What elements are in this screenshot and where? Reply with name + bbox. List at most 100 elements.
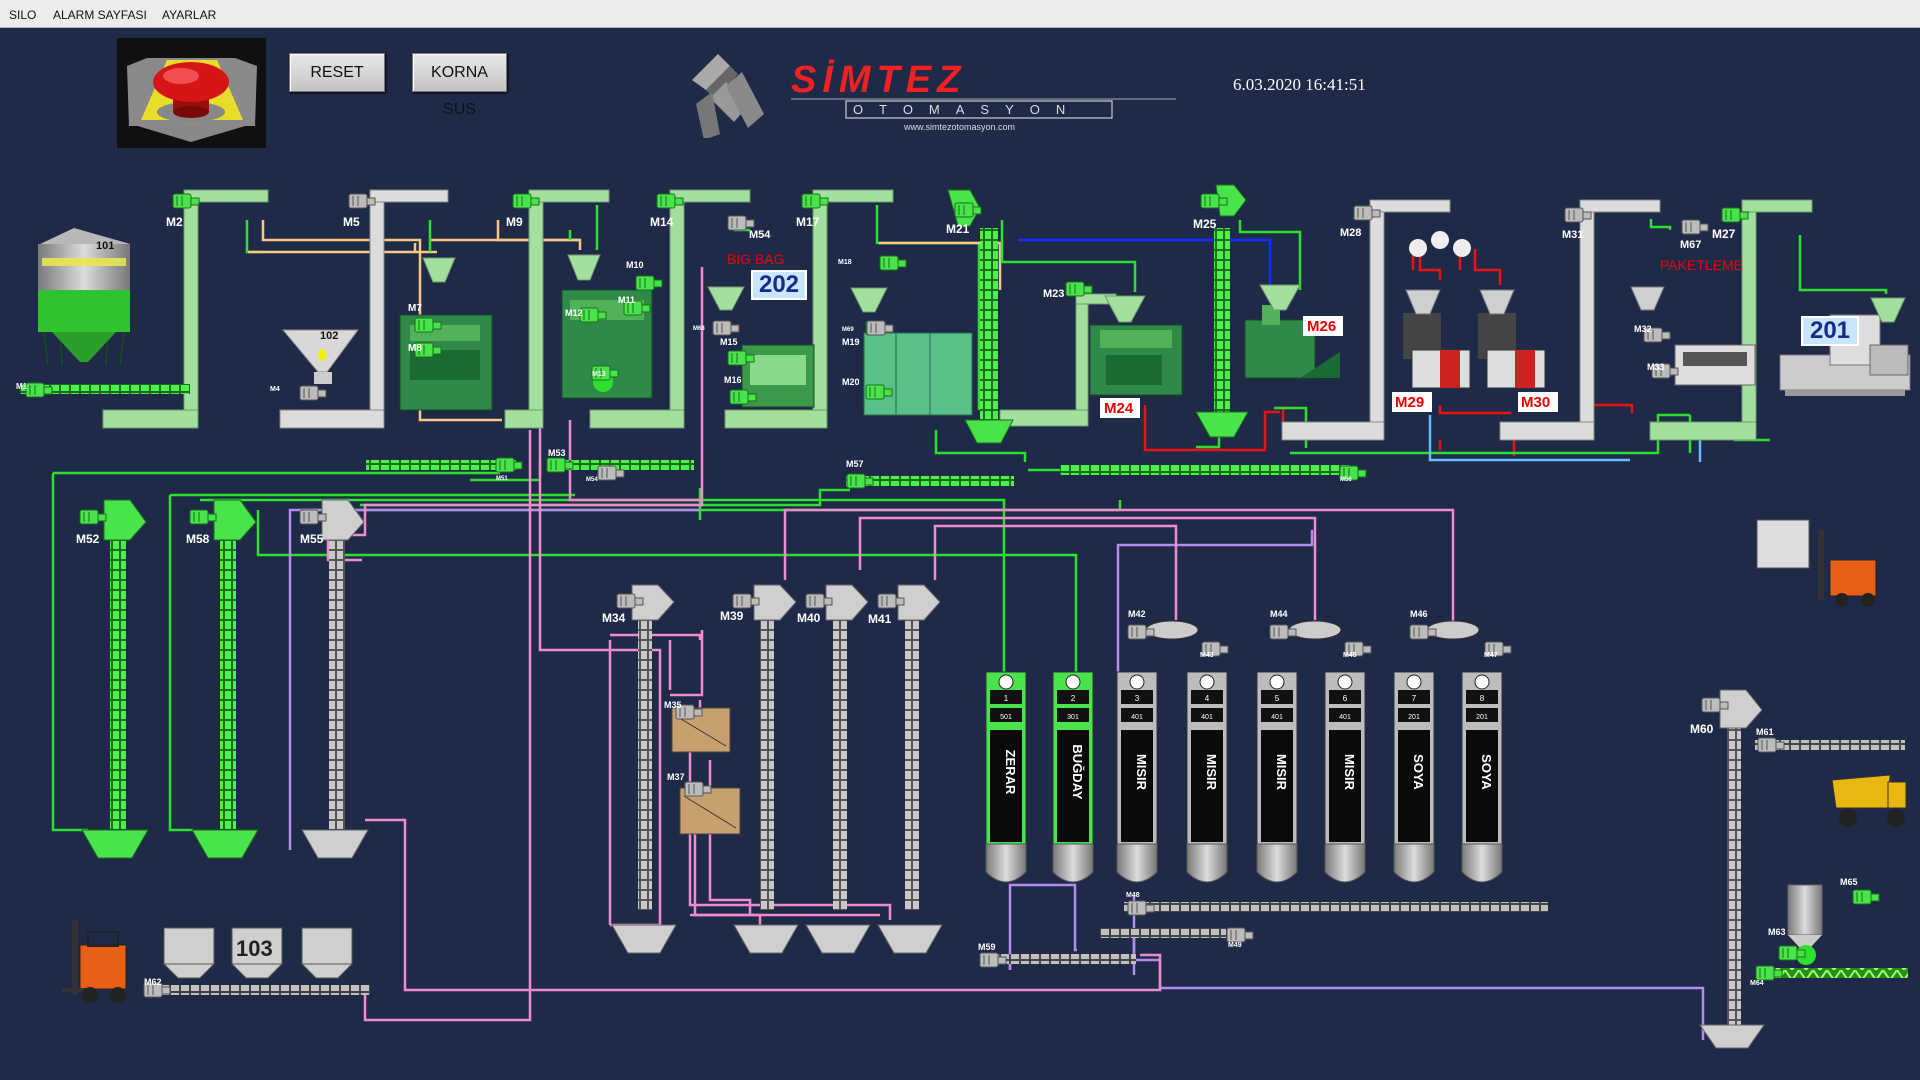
conveyor-m51[interactable] [366,460,516,470]
motor-m46-icon[interactable]: M46 [1409,609,1437,640]
motor-m5-icon[interactable]: M5 [343,193,376,229]
conveyor-m57[interactable] [846,476,1014,486]
silo-101[interactable]: 101 [38,228,130,366]
motor-m34-icon[interactable]: M34 [602,593,644,625]
elevator-m14[interactable] [589,189,751,429]
motor-m55-icon[interactable]: M55 [299,509,327,546]
motor-m8-icon[interactable]: M8 [408,342,442,358]
motor-m14-icon[interactable]: M14 [650,193,684,229]
motor-m23-icon[interactable]: M23 [1043,281,1093,300]
elevator-m5[interactable] [279,189,449,429]
elevator-m17[interactable] [724,189,894,429]
elevator-m31[interactable] [1499,199,1661,441]
motor-m42-icon[interactable]: M42 [1127,609,1155,640]
elevator-m58[interactable] [220,527,236,829]
conveyor-m53[interactable] [548,460,694,470]
elevator-m9[interactable] [504,189,610,429]
motor-m54-icon[interactable]: M54 [586,465,625,483]
motor-m25-icon[interactable]: M25 [1193,193,1228,231]
motor-m41-icon[interactable]: M41 [868,593,905,626]
motor-m18-icon[interactable]: M18 [838,255,907,271]
motor-m35-icon[interactable]: M35 [664,700,703,720]
motor-m61-icon[interactable]: M61 [1756,727,1785,753]
motor-m63-icon[interactable]: M63 [1768,927,1806,961]
elevator-m2[interactable] [102,189,269,429]
motor-m21-icon[interactable]: M21 [946,202,982,236]
screw-conveyor-m64[interactable] [1768,968,1908,978]
motor-m54b-icon[interactable]: M54 [727,215,771,241]
motor-m37-icon[interactable]: M37 [667,772,712,797]
motor-m1-icon[interactable]: M1 [16,382,53,398]
motor-m44-icon[interactable]: M44 [1269,609,1297,640]
motor-m20-icon[interactable]: M20 [842,377,893,400]
elevator-m52[interactable] [110,527,126,829]
motor-m15-icon[interactable]: M15 [720,337,755,366]
motor-m11-icon[interactable]: M11 [618,295,651,316]
elevator-m40[interactable] [833,610,847,910]
motor-m57-icon[interactable]: M57 [846,459,874,489]
motor-m59-icon[interactable]: M59 [978,942,1007,968]
motor-m28-icon[interactable]: M28 [1340,205,1381,239]
motor-m9-icon[interactable]: M9 [506,193,540,229]
motor-m12-icon[interactable]: M12 [565,307,607,323]
motor-m13-icon[interactable]: M13 [591,365,619,381]
motor-m45-icon[interactable]: M45 [1343,641,1372,659]
motor-m60-icon[interactable]: M60 [1690,697,1729,736]
motor-m43-icon[interactable]: M43 [1200,641,1229,659]
elevator-m55[interactable] [329,527,345,829]
motor-m7-icon[interactable]: M7 [408,303,442,333]
motor-m58-icon[interactable]: M58 [186,509,217,546]
motor-m39-icon[interactable]: M39 [720,593,760,623]
machine-m30[interactable] [1478,313,1546,389]
motor-m40-icon[interactable]: M40 [797,593,833,625]
conveyor-m61[interactable] [1755,740,1905,750]
motor-m52-icon[interactable]: M52 [76,509,107,546]
conveyor-m49[interactable] [1100,928,1226,938]
motor-m4-icon[interactable]: M4 [270,385,327,401]
conveyor-m56[interactable] [1060,465,1350,475]
conveyor-m59[interactable] [980,954,1136,964]
motor-m33-icon[interactable]: M33 [1647,362,1679,379]
machine-m7[interactable] [399,314,493,411]
motor-m49-icon[interactable]: M49 [1226,927,1254,949]
machine-m26[interactable] [1244,305,1340,379]
emergency-stop-panel[interactable] [117,38,266,148]
motor-m31-icon[interactable]: M31 [1562,207,1592,241]
elevator-m41[interactable] [905,610,919,910]
motor-m16-icon[interactable]: M16 [724,375,757,405]
conveyor-m48[interactable] [1124,902,1548,912]
elevator-m39[interactable] [760,610,774,910]
motor-m2-icon[interactable]: M2 [166,193,200,229]
motor-m51-icon[interactable]: M51 [495,457,523,482]
elevator-m34[interactable] [638,610,652,910]
motor-m27-icon[interactable]: M27 [1712,207,1749,241]
motor-m65-icon[interactable]: M65 [1840,877,1880,905]
motor-m64-icon[interactable]: M64 [1750,965,1783,987]
motor-m53-icon[interactable]: M53 [546,448,574,473]
motor-m67-icon[interactable]: M67 [1680,219,1709,251]
machine-m20[interactable] [863,332,973,416]
motor-m32-icon[interactable]: M32 [1634,324,1671,343]
conveyor-m1[interactable] [20,384,190,394]
machine-m24[interactable] [1089,324,1183,396]
machine-m33[interactable] [1674,344,1756,386]
motor-m69-icon[interactable]: M69 [842,320,894,336]
menu-item-silo[interactable]: SILO [9,8,37,22]
horn-silence-button[interactable]: KORNA SUS [412,53,507,118]
motor-m47-icon[interactable]: M47 [1484,641,1512,659]
reset-button[interactable]: RESET [289,53,385,92]
motor-m48-icon[interactable]: M48 [1126,892,1155,916]
bins-103[interactable]: 103 [162,927,354,979]
menu-item-alarm-sayfasi[interactable]: ALARM SAYFASI [53,8,147,22]
machine-m29[interactable] [1403,313,1471,389]
elevator-m23[interactable] [999,293,1117,427]
menu-item-ayarlar[interactable]: AYARLAR [162,8,217,22]
elevator-m28[interactable] [1281,199,1451,441]
motor-m10-icon[interactable]: M10 [626,260,663,291]
elevator-m60[interactable] [1727,705,1741,1025]
conveyor-m62[interactable] [145,985,370,995]
